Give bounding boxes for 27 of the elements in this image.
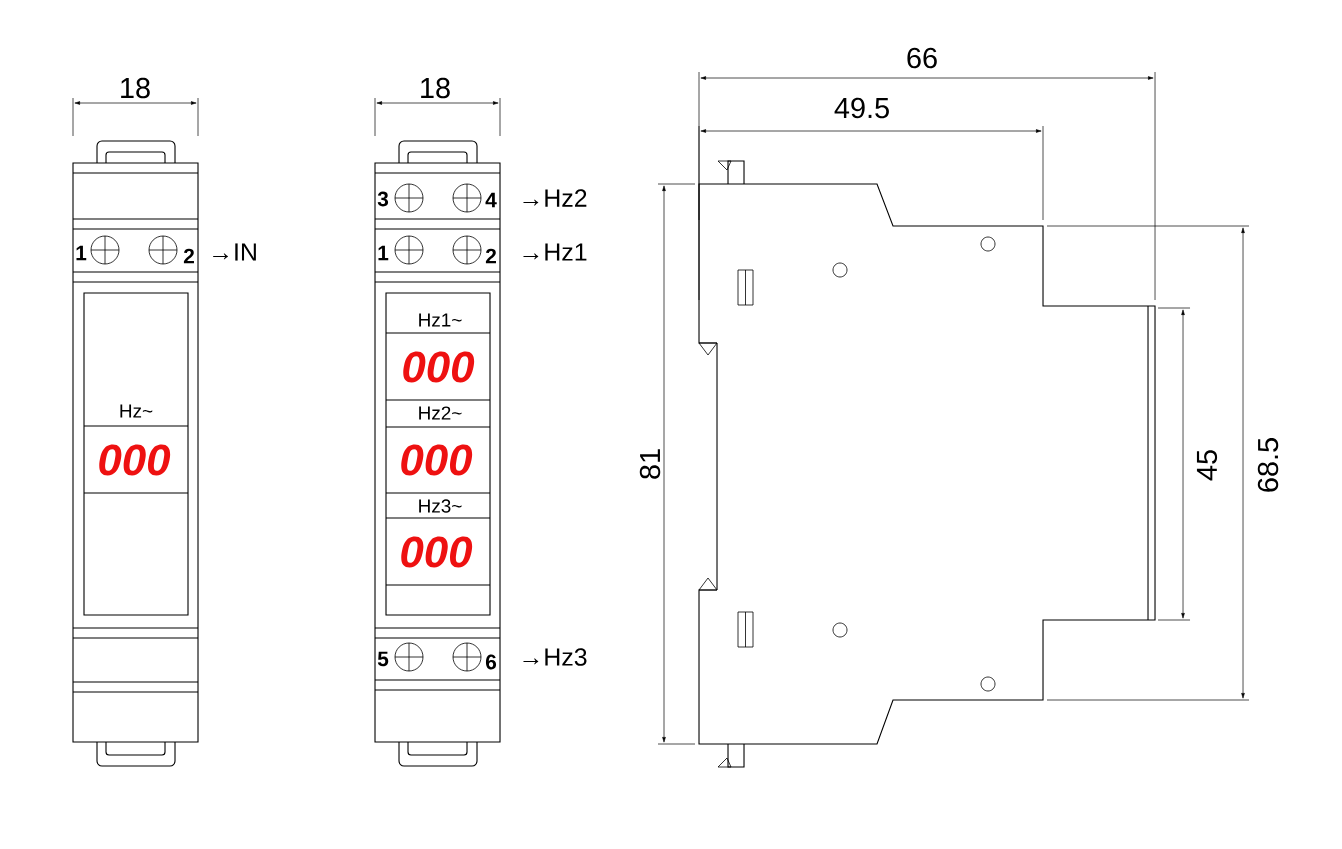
terminal-number: 1 — [378, 245, 389, 261]
dimension-label: 66 — [907, 47, 937, 69]
dimension-label: 18 — [421, 77, 450, 99]
display-label: Hz3~ — [419, 499, 462, 513]
terminal-number: 4 — [485, 192, 497, 208]
terminal-number: 5 — [377, 651, 389, 667]
display-label: Hz~ — [120, 404, 153, 418]
terminal-label: →Hz2 — [523, 189, 587, 207]
dimension-label: 49.5 — [834, 97, 889, 119]
terminal-label: →IN — [213, 243, 256, 261]
digit-display: 000 — [401, 536, 473, 568]
dimension-label: 68.5 — [1257, 438, 1279, 492]
terminal-number: 1 — [76, 245, 87, 261]
dimension-label: 18 — [121, 77, 150, 99]
terminal-number: 3 — [377, 191, 389, 207]
digit-display: 000 — [403, 351, 475, 383]
display-label: Hz2~ — [419, 406, 462, 420]
terminal-number: 2 — [485, 248, 496, 264]
terminal-label: →Hz1 — [523, 243, 587, 261]
digit-display: 000 — [99, 444, 171, 476]
terminal-number: 6 — [485, 654, 497, 670]
dimension-label: 45 — [1196, 450, 1218, 481]
digit-display: 000 — [401, 444, 473, 476]
terminal-number: 2 — [183, 248, 194, 264]
dimension-label: 81 — [639, 449, 661, 479]
terminal-label: →Hz3 — [523, 648, 587, 666]
display-label: Hz1~ — [419, 313, 462, 327]
